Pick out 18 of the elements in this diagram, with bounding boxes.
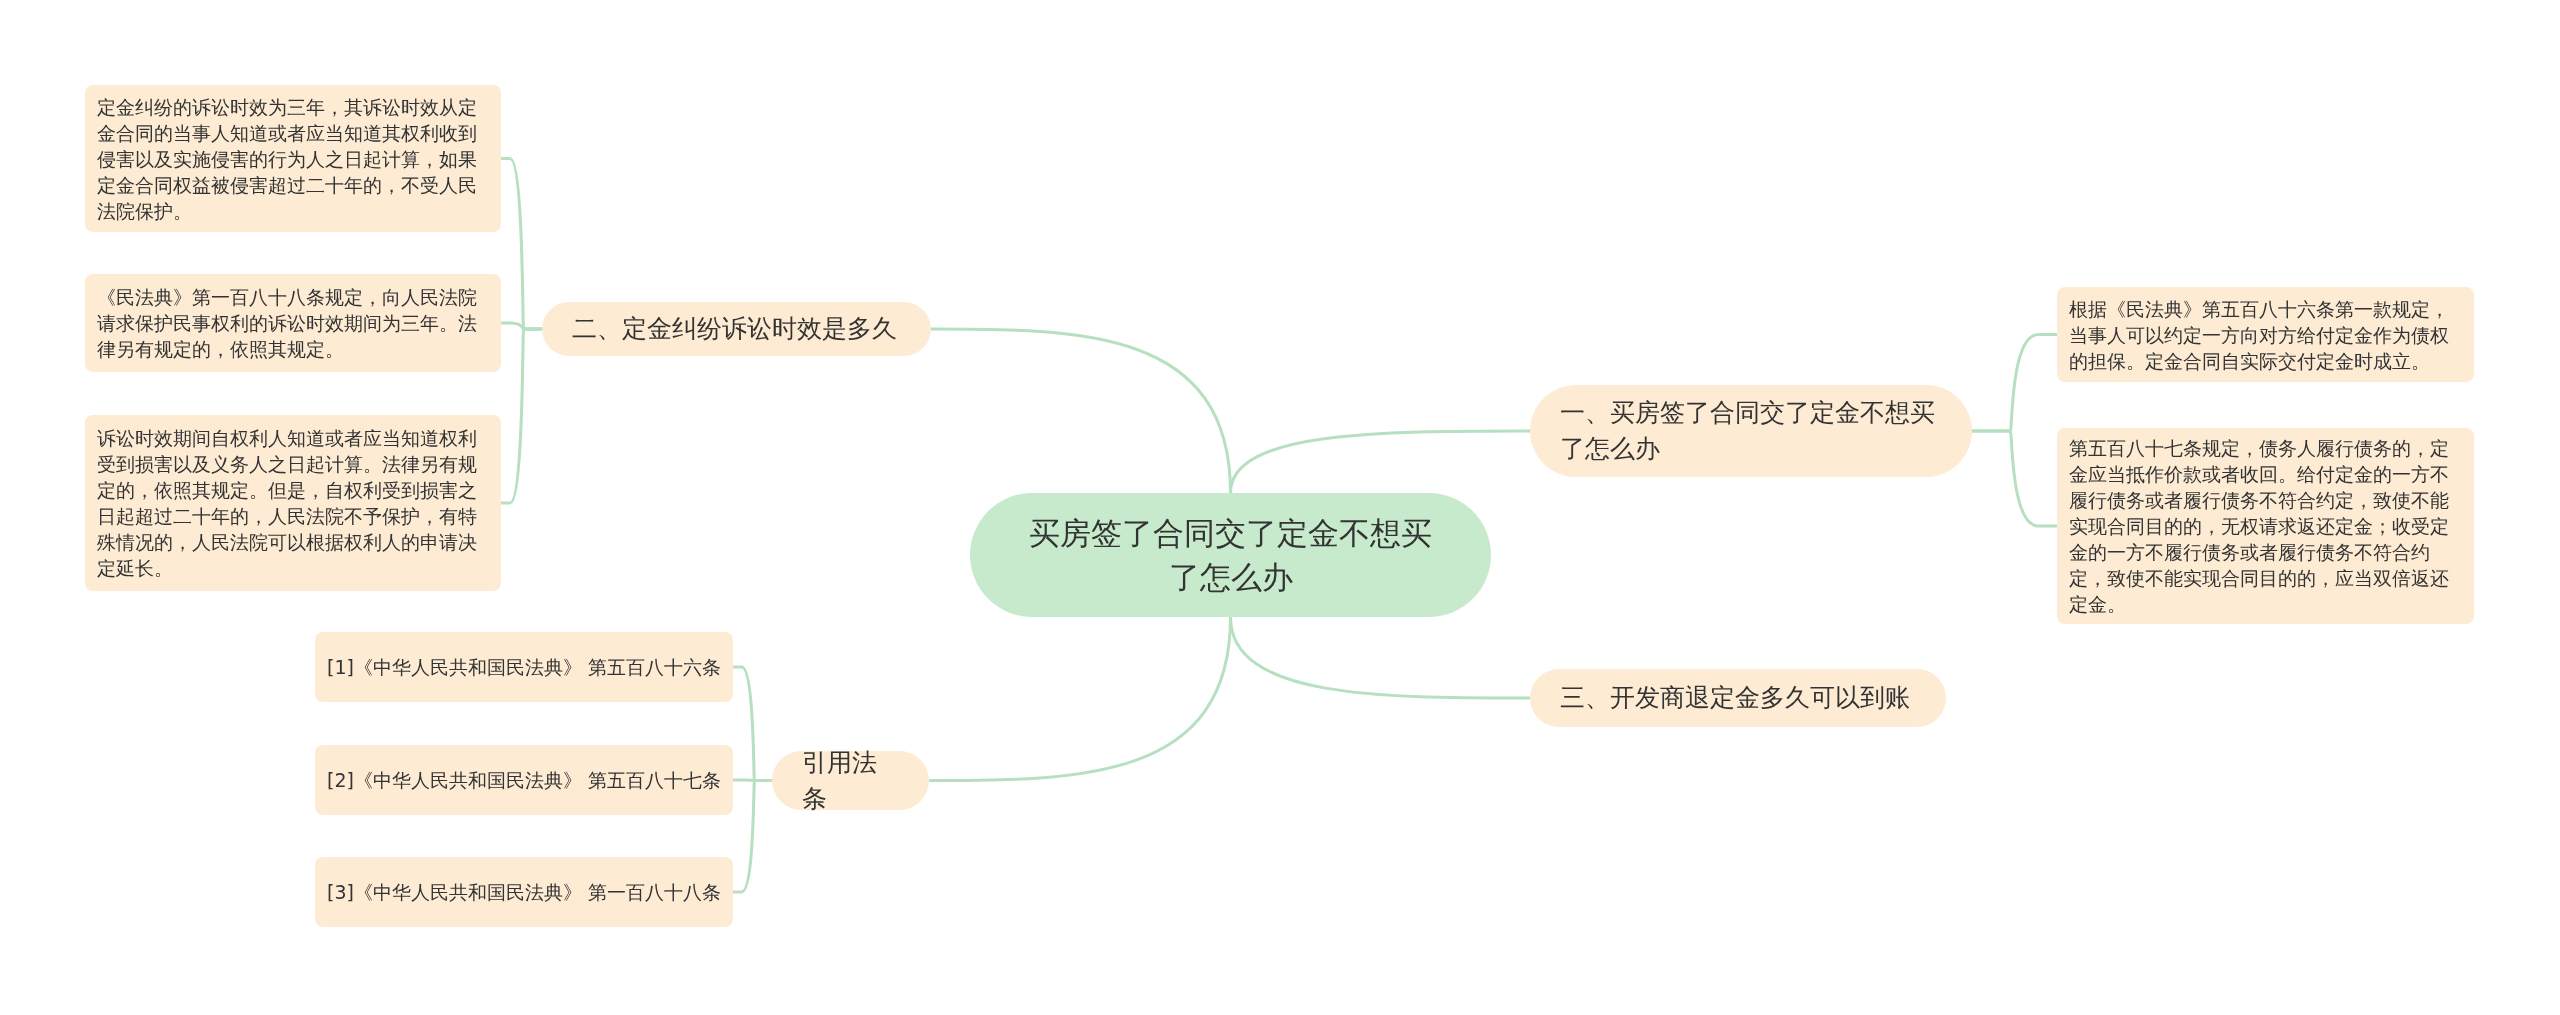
note-box: [3]《中华人民共和国民法典》 第一百八十八条	[315, 857, 733, 927]
note-box: 诉讼时效期间自权利人知道或者应当知道权利受到损害以及义务人之日起计算。法律另有规定的，依照其规定。但是，自权利受到损害之日起超过二十年的，人民法院不予保护，有特殊情况的，人民法院可以根据权利人的申请决定延长。	[85, 415, 501, 591]
note-box: 《民法典》第一百八十八条规定，向人民法院请求保护民事权利的诉讼时效期间为三年。法律另有规定的，依照其规定。	[85, 274, 501, 372]
connector-line	[733, 779, 772, 894]
topic-box: 三、开发商退定金多久可以到账	[1530, 669, 1946, 727]
topic-box: 二、定金纠纷诉讼时效是多久	[542, 302, 931, 356]
connector-line	[1972, 429, 2057, 528]
note-box: [1]《中华人民共和国民法典》 第五百八十六条	[315, 632, 733, 702]
note-box: 根据《民法典》第五百八十六条第一款规定，当事人可以约定一方向对方给付定金作为债权的担保。定金合同自实际交付定金时成立。	[2057, 287, 2474, 382]
note-box: 定金纠纷的诉讼时效为三年，其诉讼时效从定金合同的当事人知道或者应当知道其权利收到侵害以及实施侵害的行为人之日起计算，如果定金合同权益被侵害超过二十年的，不受人民法院保护。	[85, 85, 501, 232]
connector-line	[931, 327, 1232, 494]
topic-box: 引用法条	[772, 751, 929, 810]
central-topic: 买房签了合同交了定金不想买了怎么办	[970, 493, 1491, 617]
connector-line	[501, 327, 542, 505]
note-box: 第五百八十七条规定，债务人履行债务的，定金应当抵作价款或者收回。给付定金的一方不履行债务或者履行债务不符合约定，致使不能实现合同目的的，无权请求返还定金；收受定金的一方不履行债务或者履行债务不符合约定，致使不能实现合同目的的，应当双倍返还定金。	[2057, 428, 2474, 624]
topic-box: 一、买房签了合同交了定金不想买了怎么办	[1530, 385, 1972, 477]
note-box: [2]《中华人民共和国民法典》 第五百八十七条	[315, 745, 733, 815]
connector-line	[929, 616, 1232, 782]
